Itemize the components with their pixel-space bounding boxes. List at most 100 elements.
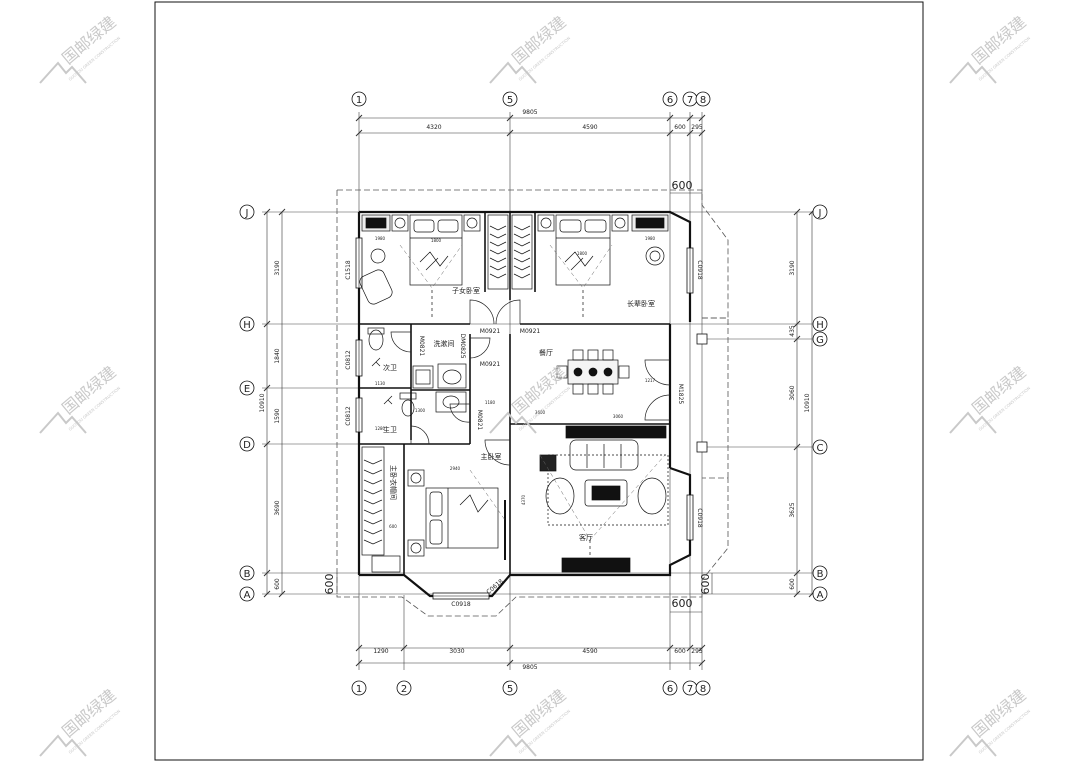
watermark-logo: 国邮绿建 GUOYOU GREEN CONSTRUCTION <box>949 362 1031 434</box>
room-cloakroom: 主卧衣帽间 <box>389 465 398 500</box>
room-children-bedroom: 子女卧室 <box>452 286 480 295</box>
dim-segment: 435 <box>789 325 796 337</box>
watermark-logo: 国邮绿建 GUOYOU GREEN CONSTRUCTION <box>39 12 121 84</box>
dim-segment: 600 <box>674 124 686 131</box>
dim-inner: 2940 <box>450 466 461 471</box>
dim-inner: 1217 <box>645 378 656 383</box>
dimension-text: 9805 4320 4590 600 295 1290 3030 4590 60… <box>259 109 811 671</box>
drawing-frame <box>154 1 924 761</box>
room-master-bedroom: 主卧室 <box>481 452 502 461</box>
dim-segment: 4590 <box>582 124 597 131</box>
axis-label: 8 <box>700 95 706 106</box>
dim-offset-top: 600 <box>672 179 693 192</box>
window-code: C0918 <box>451 601 471 608</box>
house-logo-icon <box>489 61 537 84</box>
axis-label: 1 <box>356 95 362 106</box>
dim-inner: 3060 <box>613 414 624 419</box>
watermark-logo: 国邮绿建 GUOYOU GREEN CONSTRUCTION <box>949 685 1031 757</box>
dim-inner: 1280 <box>375 426 386 431</box>
axis-label: B <box>244 569 251 580</box>
dim-inner: 1300 <box>415 408 426 413</box>
window-sills <box>358 238 691 597</box>
columns <box>696 333 708 453</box>
opening-codes: C1518 C0812 C0812 C0918 C0918 C0918 C061… <box>345 260 703 608</box>
door-code: M0921 <box>520 328 541 335</box>
dimension-ticks <box>263 114 816 667</box>
children-bedroom-furniture <box>359 214 481 318</box>
dining-furniture <box>556 349 630 395</box>
dim-inner: 1980 <box>645 236 656 241</box>
door-code: M1825 <box>677 384 684 405</box>
watermark-logo: 国邮绿建 GUOYOU GREEN CONSTRUCTION <box>489 685 571 757</box>
axis-label: 1 <box>356 684 362 695</box>
axis-label: 6 <box>667 95 673 106</box>
axis-label: J <box>245 208 249 219</box>
dim-inner: 3600 <box>535 410 546 415</box>
dim-segment: 1840 <box>274 348 281 363</box>
watermark-logo: 国邮绿建 GUOYOU GREEN CONSTRUCTION <box>39 685 121 757</box>
window-code: C1518 <box>345 260 352 280</box>
axis-label: G <box>816 335 824 346</box>
window-code: C0918 <box>696 260 703 280</box>
house-logo-icon <box>489 411 537 434</box>
dim-inner: 1800 <box>431 238 442 243</box>
axis-labels-bottom: 1 2 5 6 7 8 <box>351 680 711 696</box>
wardrobes-top <box>487 214 533 290</box>
living-furniture <box>539 425 669 573</box>
door-code: M0821 <box>418 336 425 357</box>
house-logo-icon <box>489 734 537 757</box>
watermark-logo: 国邮绿建 GUOYOU GREEN CONSTRUCTION <box>949 12 1031 84</box>
axis-label: 7 <box>687 684 693 695</box>
elder-bedroom-furniture <box>537 214 669 318</box>
axis-label: J <box>818 208 822 219</box>
dim-offset-bottom: 600 <box>672 597 693 610</box>
window-code: C0812 <box>345 350 352 370</box>
house-logo-icon <box>39 61 87 84</box>
bathroom-fixtures <box>367 327 467 417</box>
dim-segment: 600 <box>274 578 281 590</box>
inner-dimension-text: 1980 1800 1800 1980 1130 1280 2940 3600 … <box>375 236 656 529</box>
house-logo-icon <box>39 734 87 757</box>
house-logo-icon <box>949 61 997 84</box>
room-elder-bedroom: 长辈卧室 <box>627 299 655 308</box>
watermark-logo: 国邮绿建 GUOYOU GREEN CONSTRUCTION <box>489 362 571 434</box>
room-laundry: 洗漱间 <box>434 339 455 348</box>
watermark-logo: 国邮绿建 GUOYOU GREEN CONSTRUCTION <box>489 12 571 84</box>
interior-walls <box>359 212 670 575</box>
dim-segment: 3690 <box>274 500 281 515</box>
door-code: M0821 <box>476 410 483 431</box>
axis-label: A <box>817 590 824 601</box>
watermark-logo: 国邮绿建 GUOYOU GREEN CONSTRUCTION <box>39 362 121 434</box>
axis-label: 2 <box>401 684 407 695</box>
dim-segment: 4590 <box>582 648 597 655</box>
room-master-bath: 主卫 <box>383 425 397 434</box>
dim-segment: 3190 <box>274 260 281 275</box>
dim-total-top: 9805 <box>522 109 537 116</box>
master-bedroom-furniture <box>361 446 506 573</box>
dim-segment: 3030 <box>449 648 464 655</box>
dim-total-left: 10910 <box>259 393 266 412</box>
door-swings <box>390 299 671 466</box>
axis-label: E <box>244 384 250 395</box>
axis-label: 8 <box>700 684 706 695</box>
dim-inner: 1800 <box>577 251 588 256</box>
dim-segment: 600 <box>789 578 796 590</box>
axis-label: C <box>817 443 824 454</box>
dim-segment: 600 <box>674 648 686 655</box>
dim-segment: 3060 <box>789 385 796 400</box>
axis-label: H <box>243 320 251 331</box>
guide-lines <box>399 244 666 541</box>
room-dining: 餐厅 <box>539 348 553 357</box>
house-logo-icon <box>949 411 997 434</box>
dim-segment: 1590 <box>274 408 281 423</box>
dim-inner: 600 <box>389 524 397 529</box>
room-labels: 子女卧室 长辈卧室 洗漱间 次卫 主卫 主卧室 主卧衣帽间 餐厅 客厅 <box>383 286 655 542</box>
axis-label: D <box>243 440 251 451</box>
axis-label: 5 <box>507 684 513 695</box>
axis-label: A <box>244 590 251 601</box>
window-code: C0812 <box>345 406 352 426</box>
dim-segment: 1290 <box>373 648 388 655</box>
dim-segment: 295 <box>691 124 703 131</box>
dim-segment: 4320 <box>426 124 441 131</box>
